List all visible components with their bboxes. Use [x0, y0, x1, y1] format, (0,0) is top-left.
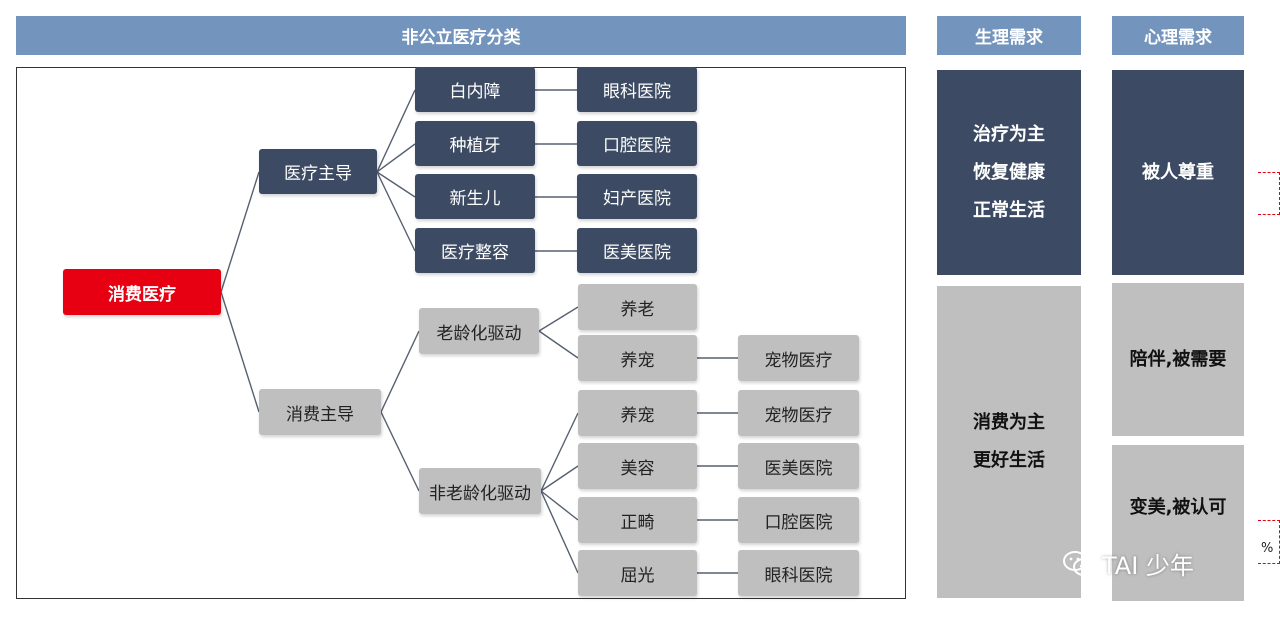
edge-medical-1 [376, 89, 416, 173]
medical-item-label: 医疗整容 [441, 243, 509, 263]
psych-label: 变美,被认可 [1129, 497, 1227, 518]
percent-fragment: % [1261, 541, 1274, 556]
psych-header: 心理需求 [1144, 28, 1212, 48]
non-aging-hospital-node: 眼科医院 [738, 550, 859, 596]
hospital-label: 口腔医院 [764, 512, 833, 533]
physio-header-bar: 生理需求 [937, 16, 1081, 55]
consumer-item-label: 养宠 [620, 350, 655, 371]
medical-item-label: 新生儿 [449, 189, 501, 209]
medical-item-label: 种植牙 [449, 136, 501, 156]
non-aging-driver-node: 非老龄化驱动 [419, 468, 541, 514]
aging-driver-label: 老龄化驱动 [436, 323, 522, 344]
medical-item-node: 医疗整容 [415, 228, 535, 273]
hospital-label: 宠物医疗 [764, 350, 833, 371]
aging-hospital-node: 宠物医疗 [738, 335, 859, 381]
physio-line: 恢复健康 [973, 161, 1045, 183]
edge-nonaging-2 [540, 465, 579, 492]
physio-consumption-panel: 消费为主 更好生活 [937, 286, 1081, 598]
physio-line: 消费为主 [973, 412, 1045, 433]
physio-line: 治疗为主 [973, 123, 1045, 145]
hospital-label: 口腔医院 [603, 136, 671, 156]
medical-item-node: 新生儿 [415, 174, 535, 219]
non-aging-item-node: 养宠 [578, 390, 697, 436]
medical-hospital-node: 医美医院 [577, 228, 697, 273]
hospital-label: 医美医院 [603, 243, 671, 263]
psych-header-bar: 心理需求 [1112, 16, 1244, 55]
psych-label: 被人尊重 [1142, 161, 1214, 183]
medical-hospital-node: 眼科医院 [577, 67, 697, 112]
consumer-item-label: 美容 [620, 458, 655, 479]
edge-nonaging-3 [540, 490, 579, 521]
hospital-label: 眼科医院 [603, 82, 671, 102]
consumer-item-label: 屈光 [620, 565, 655, 586]
non-aging-driver-label: 非老龄化驱动 [429, 483, 531, 504]
edge-aging-1 [538, 306, 579, 332]
non-aging-hospital-node: 口腔医院 [738, 497, 859, 543]
psych-companion-panel: 陪伴,被需要 [1112, 283, 1244, 436]
medical-led-label: 医疗主导 [284, 164, 352, 184]
non-aging-hospital-node: 医美医院 [738, 443, 859, 489]
consumer-item-label: 养老 [620, 299, 655, 320]
hospital-label: 宠物医疗 [764, 405, 833, 426]
non-aging-item-node: 美容 [578, 443, 697, 489]
physio-line: 正常生活 [973, 199, 1045, 221]
psych-respected-panel: 被人尊重 [1112, 70, 1244, 275]
watermark-text: TAI 少年 [1102, 552, 1194, 580]
medical-item-label: 白内障 [449, 82, 501, 102]
main-title: 非公立医疗分类 [401, 28, 521, 48]
aging-item-node: 养宠 [578, 335, 697, 381]
main-title-bar: 非公立医疗分类 [16, 16, 906, 55]
edge-medical-3 [376, 171, 416, 198]
aging-driver-node: 老龄化驱动 [419, 308, 539, 354]
edge-medical-2 [376, 143, 416, 173]
hospital-label: 妇产医院 [603, 189, 671, 209]
watermark: TAI 少年 [1062, 546, 1194, 581]
wechat-icon [1063, 550, 1095, 576]
root-label: 消费医疗 [108, 284, 176, 305]
non-aging-item-node: 正畸 [578, 497, 697, 543]
edge-root-medical [220, 171, 260, 293]
physio-treatment-panel: 治疗为主 恢复健康 正常生活 [937, 70, 1081, 275]
medical-led-node: 医疗主导 [259, 149, 377, 194]
medical-item-node: 白内障 [415, 67, 535, 112]
psych-beauty-panel: 变美,被认可 [1112, 445, 1244, 601]
medical-item-node: 种植牙 [415, 121, 535, 166]
root-node: 消费医疗 [63, 269, 221, 315]
edge-consumer-nonaging [380, 411, 420, 492]
dashed-bracket-top [1258, 172, 1280, 215]
psych-label: 陪伴,被需要 [1129, 348, 1227, 370]
medical-hospital-node: 妇产医院 [577, 174, 697, 219]
edge-medical-4 [376, 171, 416, 252]
aging-item-node: 养老 [578, 284, 697, 330]
hospital-label: 眼科医院 [764, 565, 833, 586]
consumer-item-label: 正畸 [620, 512, 655, 533]
consumer-led-label: 消费主导 [286, 404, 354, 425]
non-aging-item-node: 屈光 [578, 550, 697, 596]
medical-hospital-node: 口腔医院 [577, 121, 697, 166]
consumer-item-label: 养宠 [620, 405, 655, 426]
edge-aging-2 [538, 330, 579, 359]
hospital-label: 医美医院 [764, 458, 833, 479]
edge-root-consumer [220, 291, 260, 413]
consumer-led-node: 消费主导 [259, 389, 381, 435]
physio-line: 更好生活 [973, 450, 1045, 471]
non-aging-hospital-node: 宠物医疗 [738, 390, 859, 436]
edge-consumer-aging [380, 330, 420, 413]
edge-nonaging-1 [540, 412, 579, 492]
physio-header: 生理需求 [975, 28, 1043, 48]
edge-nonaging-4 [540, 490, 579, 574]
